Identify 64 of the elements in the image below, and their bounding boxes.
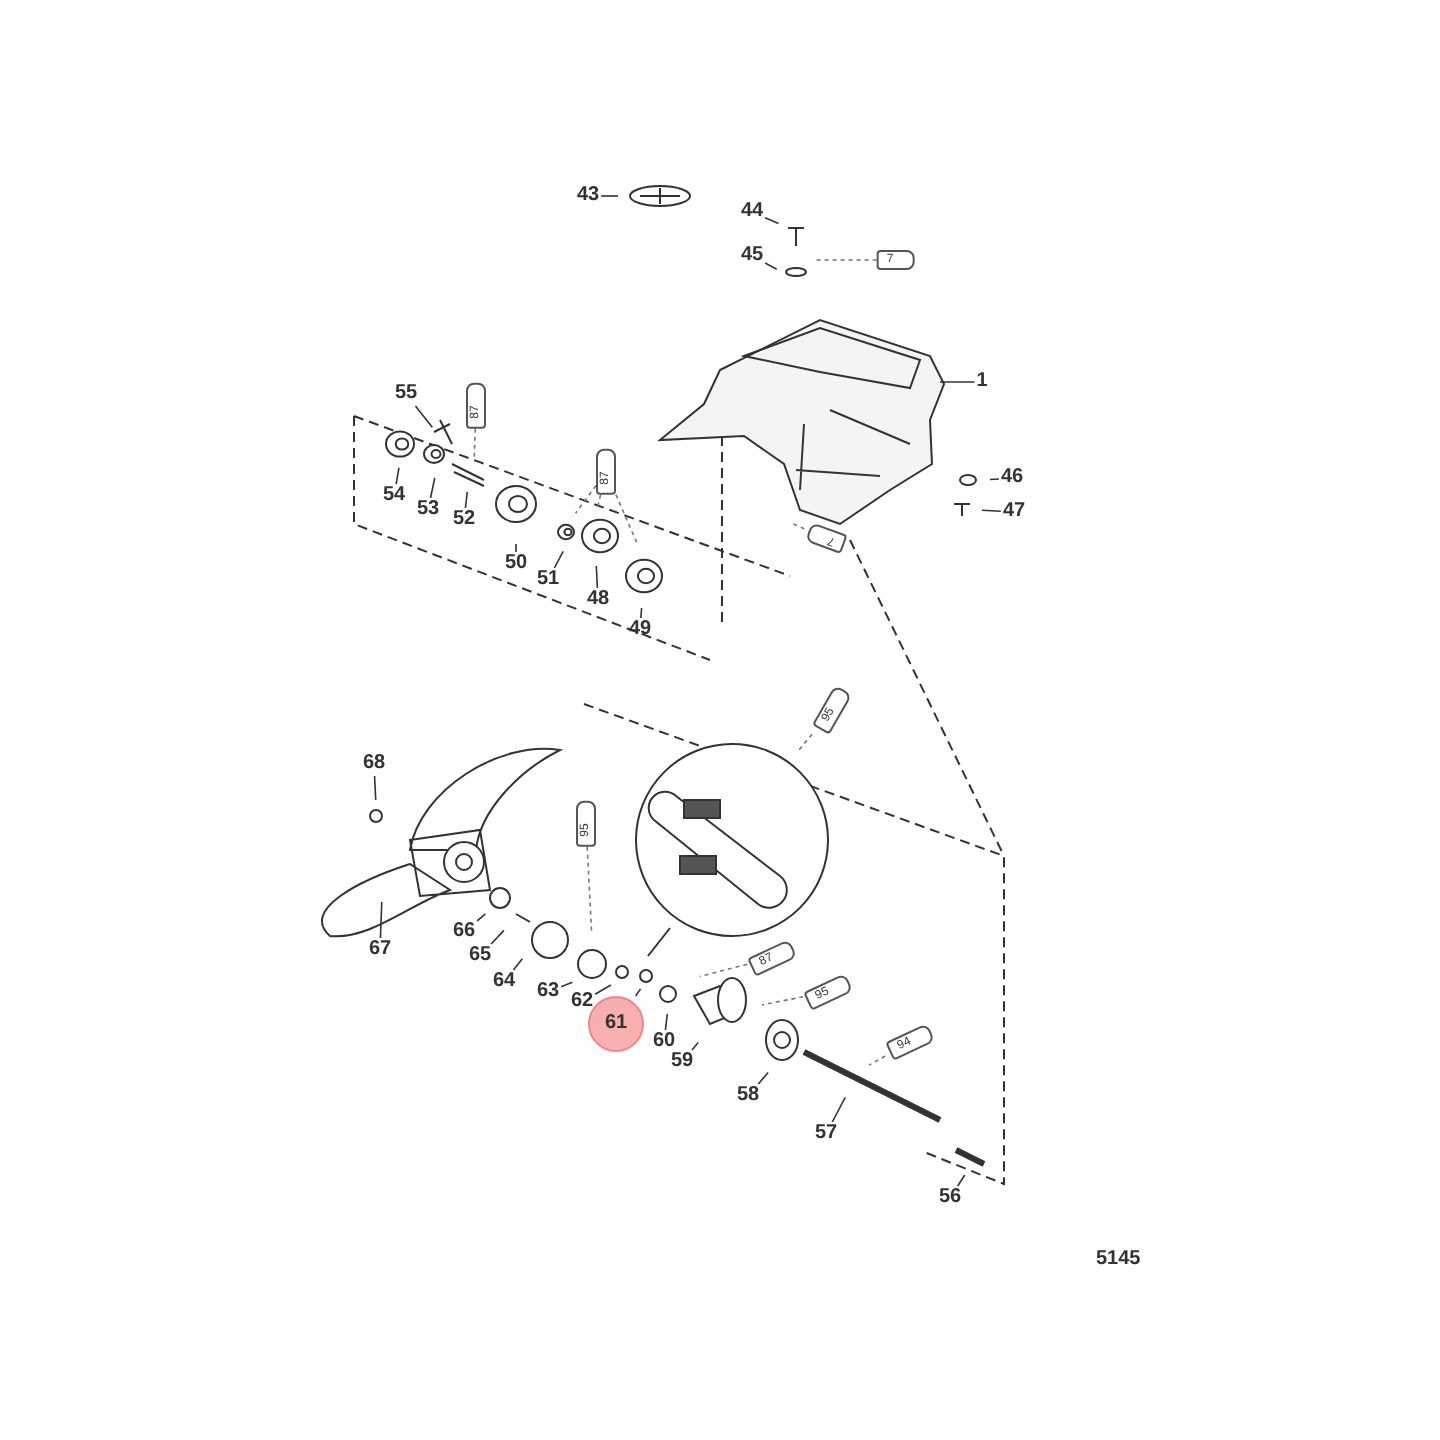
callout-number: 1 <box>974 370 990 394</box>
leader-line <box>429 477 436 499</box>
leader-line <box>989 478 1000 481</box>
leader-line <box>939 381 976 383</box>
leader-line <box>515 543 517 553</box>
leader-line <box>595 565 599 589</box>
application-line <box>586 845 593 935</box>
callout-number: 66 <box>450 920 478 944</box>
callout-number: 65 <box>466 944 494 968</box>
application-line <box>699 963 748 978</box>
callout-number: 57 <box>812 1122 840 1146</box>
callout-number: 58 <box>734 1084 762 1108</box>
leader-line <box>395 467 400 485</box>
callout-number: 50 <box>502 552 530 576</box>
callout-number: 64 <box>490 970 518 994</box>
callout-number: 54 <box>380 484 408 508</box>
drawing-number: 5145 <box>1096 1248 1141 1270</box>
application-line <box>797 733 813 753</box>
callout-number: 56 <box>936 1186 964 1210</box>
leader-line <box>594 984 612 996</box>
application-line <box>473 427 477 459</box>
leader-line <box>757 1071 769 1085</box>
leader-line <box>560 981 574 988</box>
leader-line <box>414 405 434 429</box>
callout-number: 47 <box>1000 500 1028 524</box>
callout-number: 44 <box>738 200 766 224</box>
callout-number: 60 <box>650 1030 678 1054</box>
leader-line <box>512 957 524 971</box>
application-line <box>868 1055 886 1066</box>
callout-number: 55 <box>392 382 420 406</box>
callout-number: 53 <box>414 498 442 522</box>
callout-number: 46 <box>998 466 1026 490</box>
application-line <box>574 484 597 514</box>
leader-line <box>553 550 564 569</box>
leader-line <box>956 1174 966 1187</box>
callout-number: 67 <box>366 938 394 962</box>
leader-line <box>764 262 778 270</box>
leader-line <box>691 1041 699 1051</box>
leader-line <box>640 607 643 619</box>
application-line <box>815 259 878 261</box>
application-line <box>596 493 602 509</box>
callout-number: 49 <box>626 618 654 642</box>
leader-line <box>634 988 642 997</box>
leader-line <box>490 929 505 945</box>
callout-number: 63 <box>534 980 562 1004</box>
application-line <box>615 493 639 546</box>
callout-number: 51 <box>534 568 562 592</box>
leader-line <box>379 901 383 939</box>
leader-line <box>764 216 780 225</box>
leader-line <box>464 491 469 509</box>
callout-number: 43 <box>574 184 602 208</box>
callout-number: 52 <box>450 508 478 532</box>
callout-number: 68 <box>360 752 388 776</box>
leader-line <box>600 195 619 197</box>
leader-line <box>476 913 487 922</box>
application-line <box>788 521 806 530</box>
leader-line <box>831 1096 846 1123</box>
leader-line <box>981 509 1002 513</box>
application-line <box>761 996 804 1006</box>
leader-line <box>373 775 377 801</box>
callout-number: 45 <box>738 244 766 268</box>
leader-line <box>664 1013 669 1031</box>
callout-number: 48 <box>584 588 612 612</box>
callout-number: 59 <box>668 1050 696 1074</box>
